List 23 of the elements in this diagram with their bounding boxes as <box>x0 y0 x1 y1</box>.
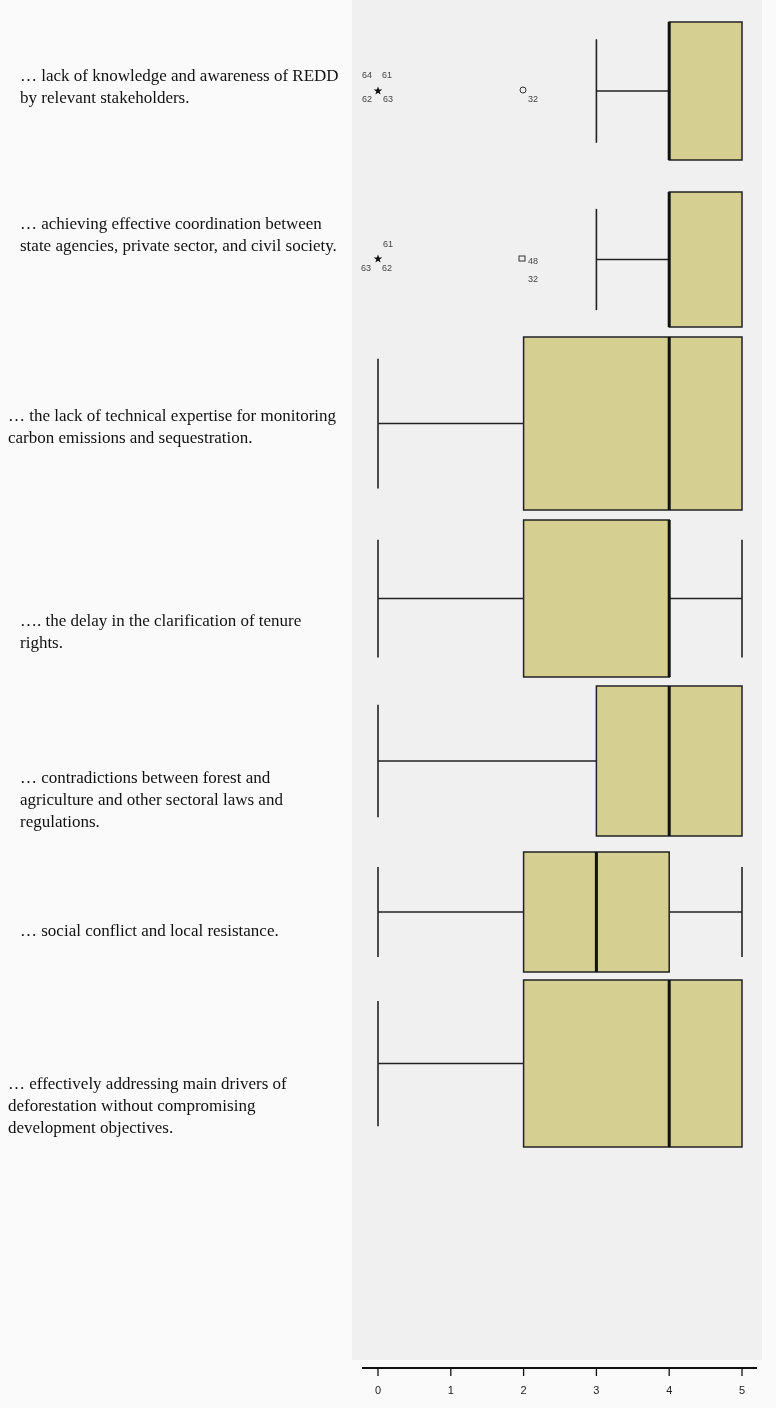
category-label: … contradictions between forest and agriculture and other sectoral laws and regulations. <box>20 767 284 833</box>
outlier-label: 61 <box>382 70 392 80</box>
outlier-label: 62 <box>362 94 372 104</box>
category-label: … the lack of technical expertise for monitoring carbon emissions and sequestration. <box>8 405 338 449</box>
category-label: … effectively addressing main drivers of deforestation without compromising development objectives. <box>8 1073 288 1139</box>
outlier-label: 62 <box>382 263 392 273</box>
axis-tick-label: 4 <box>665 1384 674 1396</box>
outlier-label: 32 <box>528 94 538 104</box>
outlier-label: 32 <box>528 274 538 284</box>
category-label: … lack of knowledge and awareness of REDD by relevant stakeholders. <box>20 65 340 109</box>
outlier-label: 63 <box>361 263 371 273</box>
outlier-label: 64 <box>362 70 372 80</box>
axis-tick-label: 5 <box>737 1384 747 1396</box>
axis-tick-label: 3 <box>592 1384 601 1396</box>
axis-tick-label: 2 <box>519 1384 528 1396</box>
category-label: …. the delay in the clarification of tenure rights. <box>20 610 303 654</box>
category-label: … achieving effective coordination between state agencies, private sector, and civil society. <box>20 213 338 257</box>
axis-tick-label: 0 <box>373 1384 383 1396</box>
outlier-label: 61 <box>383 239 393 249</box>
axis-tick-label: 1 <box>446 1384 455 1396</box>
outlier-label: 63 <box>383 94 393 104</box>
outlier-label: 48 <box>528 256 538 266</box>
category-label: … social conflict and local resistance. <box>20 920 280 942</box>
